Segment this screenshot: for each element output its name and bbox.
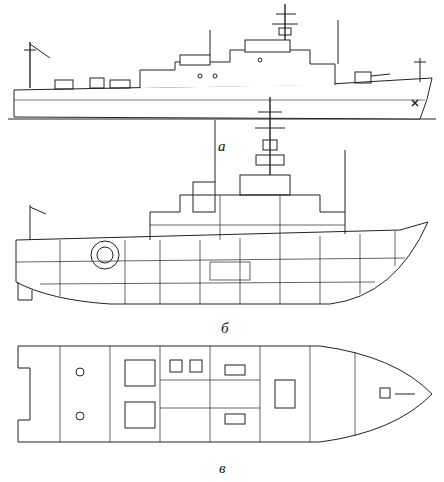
figure-letter: б <box>221 321 229 336</box>
inboard-profile <box>16 97 428 304</box>
figure-letter: в <box>219 461 226 476</box>
plan-view <box>18 346 432 442</box>
figure-letter: а <box>218 139 226 154</box>
side-profile <box>8 4 436 119</box>
